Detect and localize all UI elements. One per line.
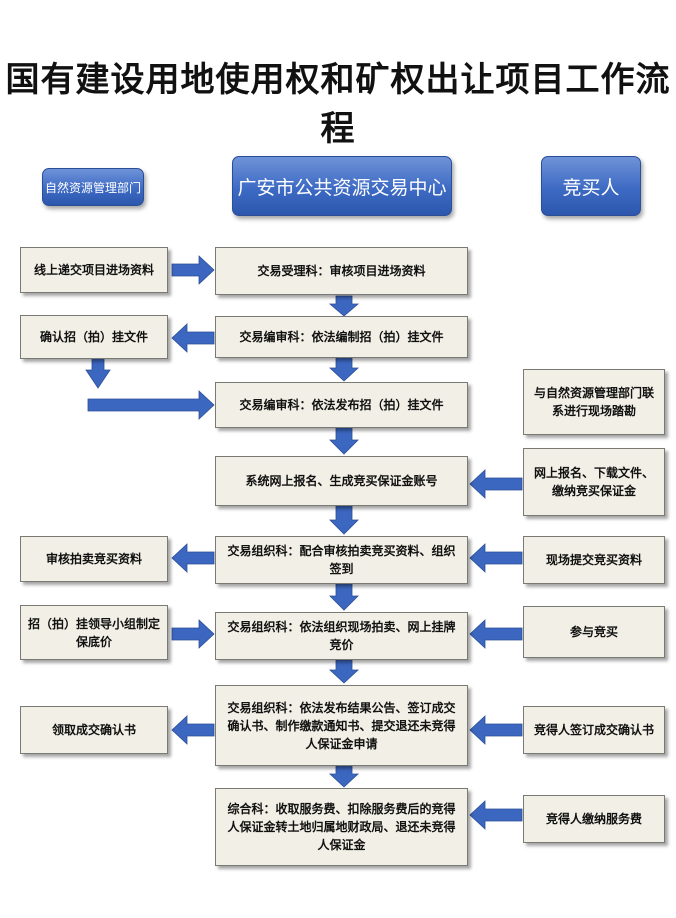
arrow-c1-to-c2	[328, 295, 360, 317]
arrow-l2-to-c3	[87, 390, 215, 420]
step-center-organize-signin: 交易组织科：配合审核拍卖竞买资料、组织签到	[215, 536, 468, 584]
step-right-submit-bid-materials: 现场提交竞买资料	[523, 536, 665, 584]
step-right-participate-bidding: 参与竞买	[523, 606, 665, 658]
step-left-submit-materials-text: 线上递交项目进场资料	[33, 263, 154, 277]
step-left-submit-materials: 线上递交项目进场资料	[20, 247, 168, 293]
step-center-publish-results-text: 交易组织科：依法发布结果公告、签订成交确认书、制作缴款通知书、提交退还未竞得人保…	[227, 700, 456, 751]
step-center-online-registration: 系统网上报名、生成竞买保证金账号	[215, 456, 468, 506]
arrow-c5-to-l3	[171, 543, 215, 573]
step-left-receive-confirmation: 领取成交确认书	[20, 706, 168, 754]
step-center-accept-materials: 交易受理科：审核项目进场资料	[215, 247, 468, 295]
step-right-sign-confirmation-text: 竞得人签订成交确认书	[533, 723, 654, 737]
step-right-site-survey-text: 与自然资源管理部门联系进行现场踏勘	[533, 386, 654, 418]
step-right-register-deposit: 网上报名、下载文件、缴纳竞买保证金	[523, 448, 665, 516]
header-trading-center: 广安市公共资源交易中心	[232, 156, 452, 216]
arrow-c2-to-l2	[171, 323, 215, 353]
arrow-c6-to-c7	[328, 659, 360, 684]
step-right-register-deposit-text: 网上报名、下载文件、缴纳竞买保证金	[533, 466, 654, 498]
step-right-site-survey: 与自然资源管理部门联系进行现场踏勘	[523, 369, 665, 435]
step-left-confirm-documents: 确认招（拍）挂文件	[20, 315, 168, 359]
arrow-l2-down	[85, 354, 111, 389]
step-center-publish-documents: 交易编审科：依法发布招（拍）挂文件	[215, 382, 468, 428]
step-right-participate-bidding-text: 参与竞买	[569, 625, 618, 639]
step-right-pay-service-fee: 竞得人缴纳服务费	[523, 795, 665, 843]
arrow-l1-to-c1	[171, 255, 215, 285]
step-center-organize-auction-text: 交易组织科：依法组织现场拍卖、网上挂牌竞价	[227, 620, 456, 652]
arrow-r5-to-c7	[469, 715, 523, 745]
arrow-l4-to-c6	[171, 619, 215, 649]
step-center-online-registration-text: 系统网上报名、生成竞买保证金账号	[245, 474, 438, 488]
step-center-collect-fees: 综合科：收取服务费、扣除服务费后的竞得人保证金转土地归属地财政局、退还未竞得人保…	[215, 788, 468, 866]
step-left-receive-confirmation-text: 领取成交确认书	[51, 723, 136, 737]
arrow-r3-to-c5	[469, 543, 523, 573]
arrow-c4-to-c5	[329, 505, 359, 535]
header-center-label: 广安市公共资源交易中心	[237, 176, 447, 199]
step-left-review-bid-materials-text: 审核拍卖竞买资料	[45, 552, 142, 566]
header-natural-resources-dept: 自然资源管理部门	[42, 168, 144, 206]
step-left-confirm-documents-text: 确认招（拍）挂文件	[39, 330, 148, 344]
step-left-set-reserve-price: 招（拍）挂领导小组制定保底价	[20, 605, 168, 660]
arrow-r2-to-c4	[469, 469, 523, 499]
step-left-review-bid-materials: 审核拍卖竞买资料	[20, 536, 168, 582]
step-center-compile-documents-text: 交易编审科：依法编制招（拍）挂文件	[239, 330, 444, 344]
arrow-c7-to-l5	[171, 715, 215, 745]
step-center-accept-materials-text: 交易受理科：审核项目进场资料	[257, 264, 426, 278]
step-center-compile-documents: 交易编审科：依法编制招（拍）挂文件	[215, 316, 468, 358]
header-right-label: 竞买人	[562, 176, 620, 199]
step-center-publish-results: 交易组织科：依法发布结果公告、签订成交确认书、制作缴款通知书、提交退还未竞得人保…	[215, 685, 468, 766]
step-center-organize-signin-text: 交易组织科：配合审核拍卖竞买资料、组织签到	[227, 544, 456, 576]
arrow-c2-to-c3	[328, 357, 360, 382]
arrow-c3-to-c4	[329, 426, 359, 455]
header-bidder: 竞买人	[541, 156, 641, 216]
arrow-c5-to-c6	[329, 583, 359, 611]
arrow-c7-to-c8	[328, 765, 360, 788]
step-center-organize-auction: 交易组织科：依法组织现场拍卖、网上挂牌竞价	[215, 612, 468, 660]
arrow-r6-to-c8	[469, 800, 523, 830]
step-center-collect-fees-text: 综合科：收取服务费、扣除服务费后的竞得人保证金转土地归属地财政局、退还未竞得人保…	[227, 802, 456, 852]
header-left-label: 自然资源管理部门	[44, 180, 141, 195]
step-right-sign-confirmation: 竞得人签订成交确认书	[523, 706, 665, 754]
step-right-submit-bid-materials-text: 现场提交竞买资料	[545, 553, 642, 567]
step-right-pay-service-fee-text: 竞得人缴纳服务费	[545, 812, 642, 826]
arrow-r4-to-c6	[469, 619, 523, 649]
step-center-publish-documents-text: 交易编审科：依法发布招（拍）挂文件	[239, 398, 444, 412]
step-left-set-reserve-price-text: 招（拍）挂领导小组制定保底价	[27, 616, 160, 649]
page-title: 国有建设用地使用权和矿权出让项目工作流程	[5, 60, 671, 149]
